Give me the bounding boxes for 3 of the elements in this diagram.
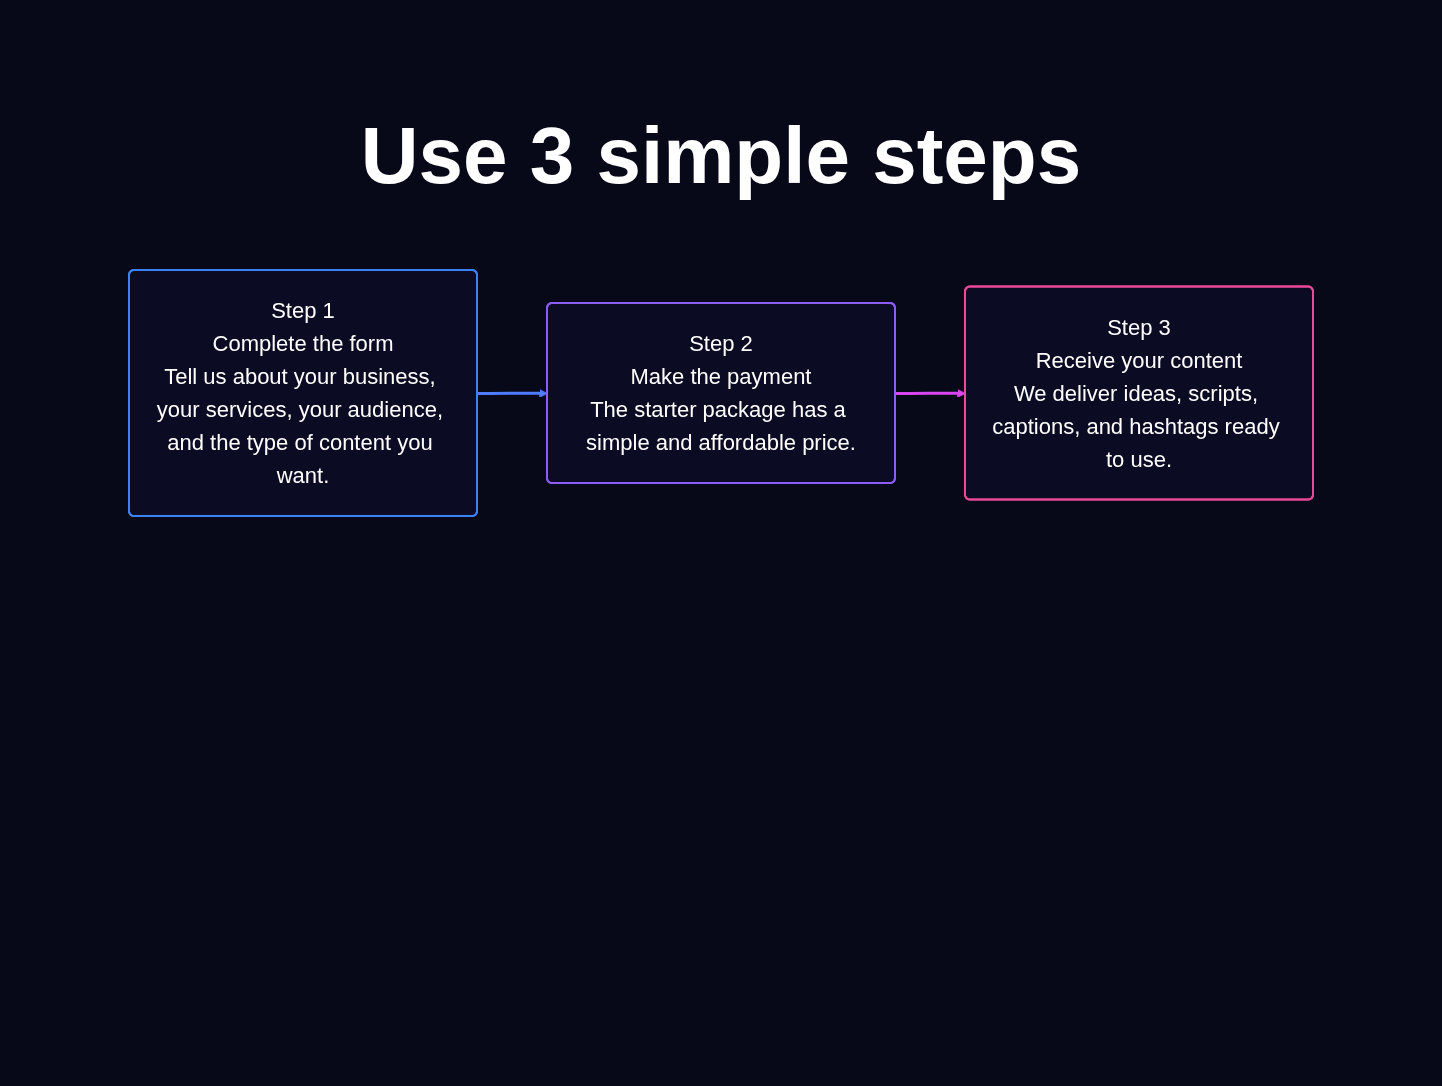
title: Use 3 simple steps [360, 110, 1082, 202]
arrow [477, 389, 548, 398]
arrow [895, 389, 966, 398]
